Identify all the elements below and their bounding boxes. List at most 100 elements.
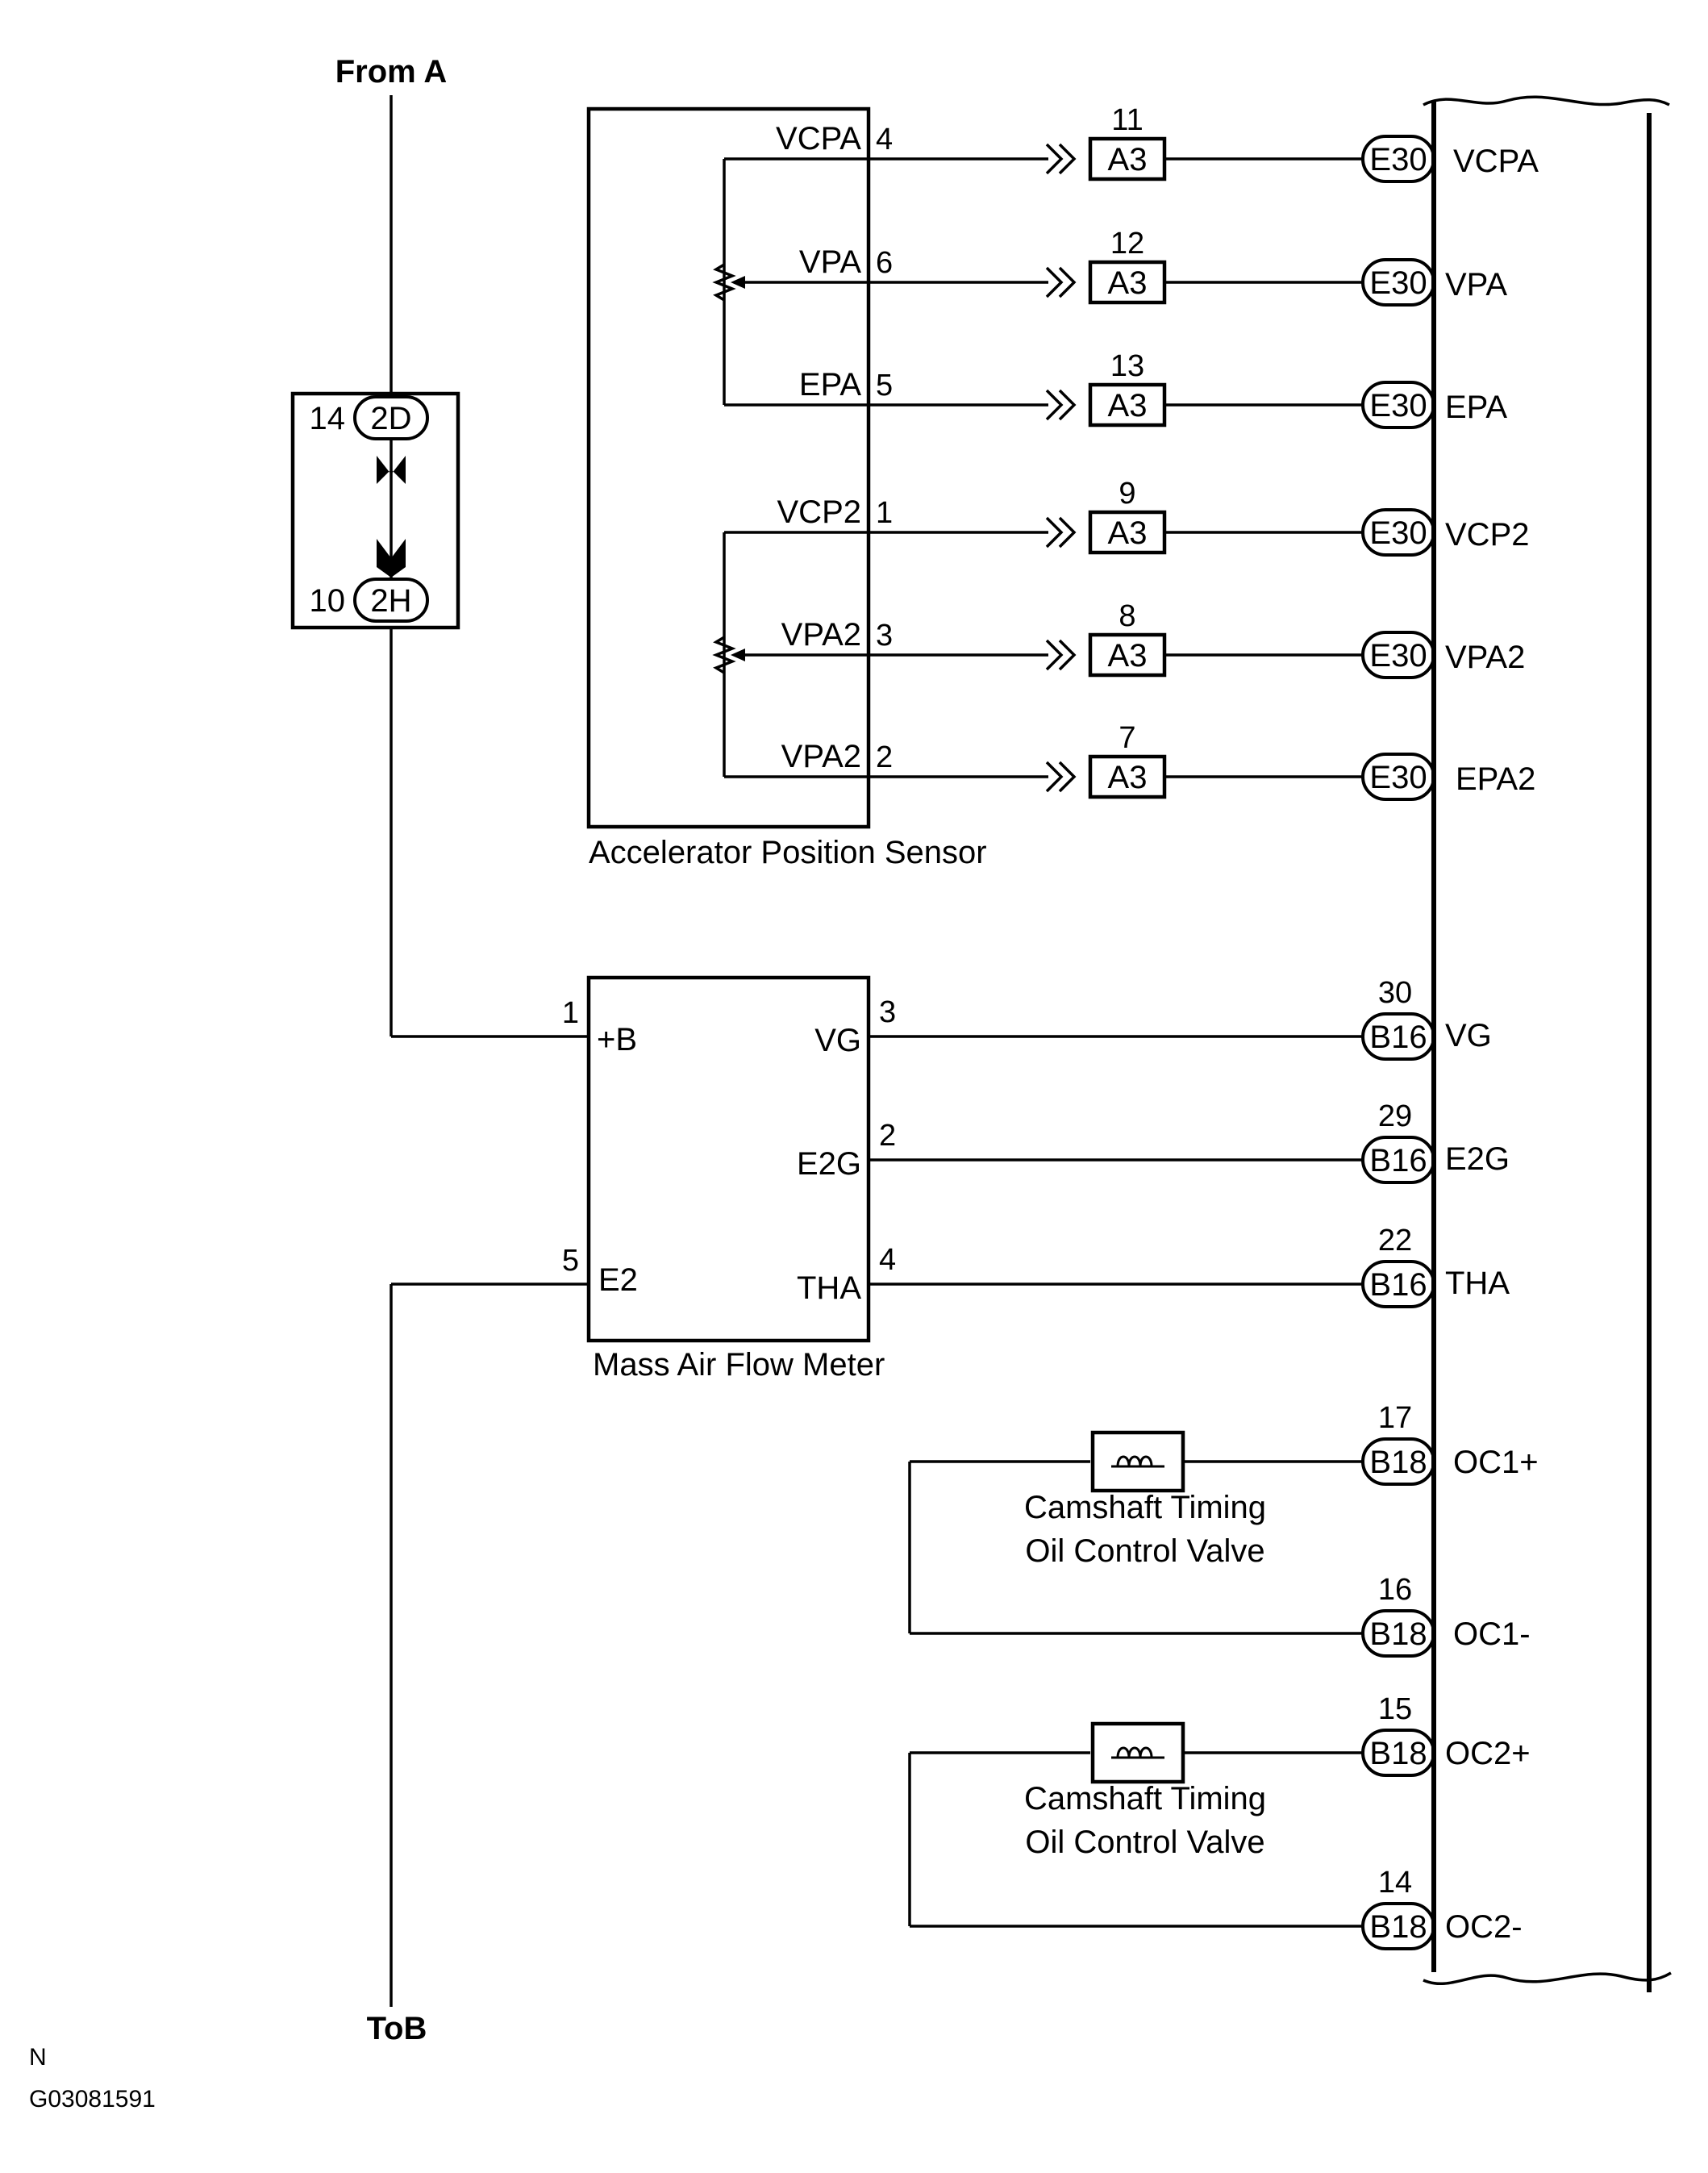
relay-pin-number: 12: [1110, 227, 1144, 261]
relay-connector-box: [1088, 260, 1167, 305]
aps-pin-number: 5: [876, 369, 893, 402]
ecm-pin-number: 16: [1378, 1573, 1412, 1607]
ecm-connector-label: E30: [1369, 388, 1427, 423]
ocv-label-line1: Camshaft Timing: [1024, 1490, 1266, 1525]
ocv-solenoid-box: [1090, 1430, 1185, 1493]
connector-2h-label: 2H: [370, 583, 411, 619]
connector-2h: [353, 578, 429, 623]
ecm-connector-label: B18: [1369, 1909, 1427, 1945]
relay-pin-number: 8: [1119, 599, 1135, 633]
maf-pin-number: 4: [879, 1243, 896, 1277]
maf-signal-name: E2G: [797, 1146, 861, 1182]
ecm-pin-number: 22: [1378, 1224, 1412, 1258]
connector-2d-label: 2D: [370, 401, 411, 436]
ecm-connector-label: B18: [1369, 1616, 1427, 1652]
maf-ground-pin: 5: [562, 1244, 579, 1278]
ecm-connector-label: B16: [1369, 1143, 1427, 1178]
aps-title: Accelerator Position Sensor: [589, 835, 987, 870]
relay-connector-box: [1088, 632, 1167, 678]
aps-box: [586, 106, 871, 829]
relay-connector-label: A3: [1108, 760, 1148, 795]
ecm-pin-number: 30: [1378, 976, 1412, 1010]
relay-connector-label: A3: [1108, 515, 1148, 551]
accelerator-position-sensor: Accelerator Position Sensor: [586, 106, 987, 870]
aps-signal-name: VPA2: [781, 617, 861, 653]
relay-pin-number: 11: [1111, 103, 1143, 137]
ocv-label-line2: Oil Control Valve: [1025, 1825, 1264, 1860]
ecm-pin-number: 15: [1378, 1692, 1412, 1726]
ecm-pin-number: 17: [1378, 1401, 1412, 1435]
ecm-terminal-label: VCP2: [1445, 517, 1530, 553]
aps-signal-name: EPA: [799, 367, 861, 402]
resistor-2: [712, 636, 736, 674]
ecm-connector-label: B18: [1369, 1445, 1427, 1480]
relay-connector-label: A3: [1108, 142, 1148, 177]
ecm-terminal-label: OC1-: [1453, 1616, 1531, 1652]
footer-n: N: [29, 2044, 47, 2071]
ocv-solenoid-box: [1090, 1721, 1185, 1784]
junction-connector: 2D 14 2H 10: [290, 391, 460, 630]
from-a-label: From A: [335, 54, 448, 90]
connector-2d-pin: 14: [310, 401, 346, 436]
ecm-connector-label: E30: [1369, 638, 1427, 674]
maf-pin-number: 2: [879, 1119, 896, 1153]
relay-pin-number: 7: [1119, 721, 1135, 755]
ecm-terminal-label: E2G: [1445, 1141, 1510, 1177]
relay-connector-label: A3: [1108, 388, 1148, 423]
ecm-terminal-label: VCPA: [1453, 144, 1539, 179]
ocv-label-line2: Oil Control Valve: [1025, 1533, 1264, 1569]
aps-signal-name: VPA: [799, 244, 861, 280]
ecm-pin-number: 29: [1378, 1099, 1412, 1133]
relay-pin-number: 9: [1119, 477, 1135, 511]
junction-up-chevron: [377, 456, 406, 484]
maf-signal-name: VG: [814, 1023, 861, 1058]
ecm-bottom-break: [1423, 1971, 1672, 1985]
wiper-arrow-2: [731, 649, 745, 661]
connector-chevron-icon: [1045, 389, 1077, 421]
ecm-connector-label: B18: [1369, 1736, 1427, 1771]
resistor-1: [712, 263, 736, 302]
relay-connector-label: A3: [1108, 638, 1148, 674]
maf-signal-name: THA: [797, 1270, 861, 1306]
ecm-top-break: [1423, 95, 1670, 106]
ecm-connector-label: E30: [1369, 265, 1427, 301]
to-b-label: ToB: [367, 2011, 427, 2046]
relay-connector-box: [1088, 382, 1167, 428]
aps-pin-number: 2: [876, 740, 893, 774]
coil-icon: [1111, 1746, 1164, 1759]
mass-air-flow-meter: Mass Air Flow Meter 1 +B 5 E2: [562, 975, 885, 1383]
ecm-edge: [1423, 95, 1672, 1992]
connector-chevron-icon: [1045, 143, 1077, 175]
maf-pin-number: 3: [879, 995, 896, 1029]
aps-signal-name: VCPA: [776, 121, 861, 156]
ecm-connector-label: B16: [1369, 1020, 1427, 1055]
ecm-connector-label: E30: [1369, 515, 1427, 551]
aps-pin-number: 6: [876, 246, 893, 280]
aps-signal-name: VCP2: [777, 494, 862, 530]
wiper-arrow-1: [731, 276, 745, 289]
ecm-pin-number: 14: [1378, 1866, 1412, 1900]
connector-chevron-icon: [1045, 516, 1077, 548]
connector-2h-pin: 10: [310, 583, 346, 619]
ecm-terminal-label: VG: [1445, 1018, 1492, 1053]
relay-connector-label: A3: [1108, 265, 1148, 301]
ecm-terminal-label: OC1+: [1453, 1445, 1539, 1480]
ecm-terminal-label: EPA2: [1456, 761, 1535, 797]
footer-code: G03081591: [29, 2086, 156, 2113]
coil-icon: [1111, 1455, 1164, 1468]
ecm-terminal-label: VPA: [1445, 267, 1507, 302]
ecm-terminal-label: OC2+: [1445, 1736, 1531, 1771]
connector-chevron-icon: [1045, 266, 1077, 298]
